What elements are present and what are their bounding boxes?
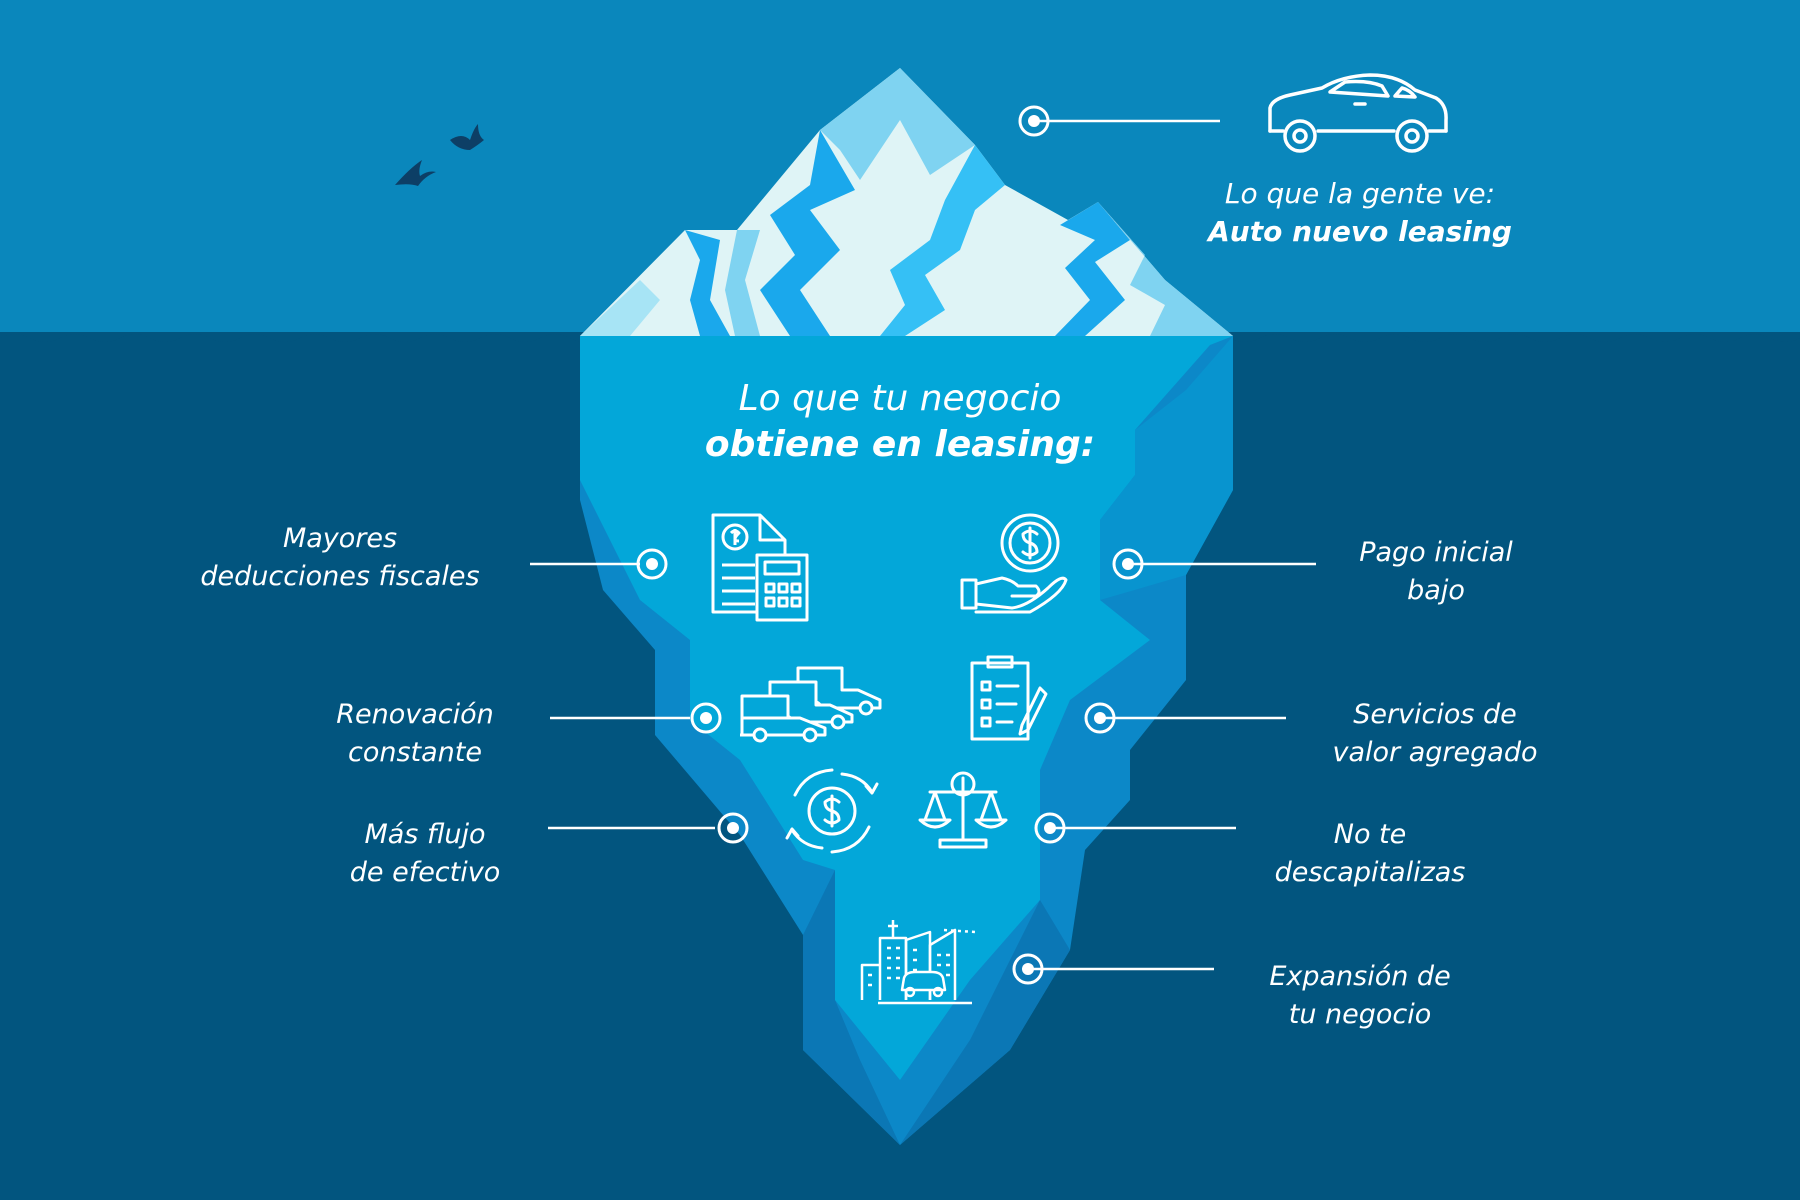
cash-cycle-icon (785, 768, 879, 854)
benefit-descapitalizas-line2: descapitalizas (1274, 857, 1466, 888)
top-caption-line1: Lo que la gente ve: (1224, 177, 1496, 210)
benefit-descapitalizas-line1: No te (1333, 819, 1407, 850)
benefit-deducciones-line2: deducciones fiscales (200, 561, 480, 592)
checklist-pen-icon (970, 655, 1048, 741)
leader-lines (530, 119, 1316, 971)
benefit-flujo-line1: Más flujo (364, 819, 486, 850)
truck-fleet-icon (740, 666, 882, 743)
top-caption-line2: Auto nuevo leasing (1208, 215, 1512, 248)
middle-title-line1: Lo que tu negocio (738, 378, 1062, 419)
tax-document-calculator-icon (711, 513, 809, 622)
benefit-renovacion-line2: constante (348, 737, 482, 768)
benefit-pago: Pago inicial bajo (1316, 534, 1556, 610)
benefit-descapitalizas: No te descapitalizas (1245, 816, 1495, 892)
hand-coin-icon (960, 513, 1068, 614)
benefit-renovacion-line1: Renovación (336, 699, 494, 730)
benefit-pago-line2: bajo (1407, 575, 1465, 606)
birds-icon (395, 124, 484, 186)
middle-title-line2: obtiene en leasing: (704, 424, 1096, 465)
middle-title: Lo que tu negocio obtiene en leasing: (680, 376, 1120, 468)
benefit-servicios-line2: valor agregado (1332, 737, 1538, 768)
benefit-servicios: Servicios de valor agregado (1300, 696, 1570, 772)
benefit-servicios-line1: Servicios de (1353, 699, 1517, 730)
car-icon (1268, 73, 1448, 153)
benefit-deducciones: Mayores deducciones fiscales (180, 520, 500, 596)
benefit-expansion-line2: tu negocio (1288, 999, 1432, 1030)
top-caption: Lo que la gente ve: Auto nuevo leasing (1190, 175, 1530, 251)
benefit-expansion: Expansión de tu negocio (1240, 958, 1480, 1034)
benefit-renovacion: Renovación constante (310, 696, 520, 772)
benefit-deducciones-line1: Mayores (282, 523, 398, 554)
benefit-pago-line1: Pago inicial (1359, 537, 1513, 568)
iceberg-underwater (580, 336, 1233, 1145)
balance-scale-icon (918, 771, 1008, 849)
benefit-flujo: Más flujo de efectivo (320, 816, 530, 892)
iceberg-tip (580, 68, 1233, 336)
benefit-expansion-line1: Expansión de (1269, 961, 1451, 992)
marker-rings (636, 105, 1144, 985)
benefit-flujo-line2: de efectivo (349, 857, 501, 888)
city-expansion-icon (860, 920, 976, 1005)
